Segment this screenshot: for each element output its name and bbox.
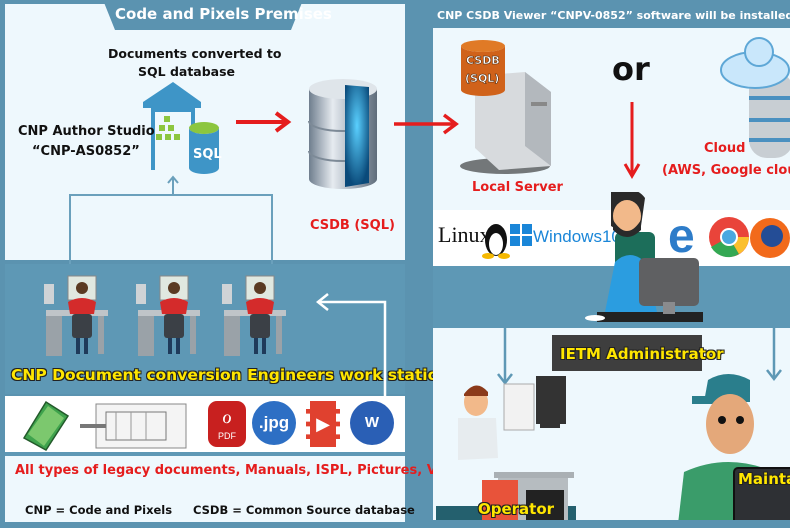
operator-label: Operator xyxy=(478,500,555,518)
cloud-providers-label: (AWS, Google cloud) xyxy=(662,163,790,178)
word-icon: W xyxy=(350,401,394,445)
cloud-server-icon xyxy=(720,37,790,158)
client-title-bar xyxy=(433,4,790,28)
down-arrow-maintainer-icon xyxy=(766,328,782,382)
premises-title-tab xyxy=(103,0,303,30)
svg-text:(SQL): (SQL) xyxy=(465,72,499,85)
warehouse-icon: SQL xyxy=(143,82,222,174)
maintainer-illustration xyxy=(678,374,790,524)
arrow-to-server-icon xyxy=(394,113,459,135)
legend-csdb: CSDB = Common Source database xyxy=(193,503,415,517)
product-manual-icon xyxy=(22,400,70,451)
engineering-drawing-icon xyxy=(80,403,187,449)
windows10-label: Windows10 xyxy=(533,227,621,246)
video-icon: ▶ xyxy=(306,401,340,447)
bottom-border xyxy=(433,520,790,528)
local-server-icon: CSDB (SQL) xyxy=(460,40,551,174)
author-studio-label: CNP Author Studio xyxy=(18,124,155,139)
pdf-icon: ℴ PDF xyxy=(208,401,246,447)
down-arrow-operator-icon xyxy=(497,328,513,386)
ietm-administrator-illustration xyxy=(585,192,703,322)
csdb-database-icon xyxy=(307,79,377,189)
premises-title: Code and Pixels Premises xyxy=(115,5,332,23)
edge-browser-icon: e xyxy=(668,210,695,263)
firefox-browser-icon xyxy=(750,218,790,258)
return-arrow-icon xyxy=(315,293,387,400)
connector-lines xyxy=(69,175,273,265)
docs-converted-label: Documents converted to xyxy=(108,46,282,61)
legend-panel xyxy=(5,456,405,522)
sql-badge: SQL xyxy=(193,147,222,162)
admin-desk xyxy=(552,335,702,371)
tux-penguin-icon xyxy=(482,224,510,259)
ietm-administrator-label: IETM Administrator xyxy=(560,345,724,363)
operator-illustration xyxy=(436,376,576,523)
engineer-workstations-illustration xyxy=(44,275,287,357)
or-text: or xyxy=(612,50,650,88)
chrome-browser-icon xyxy=(709,217,749,258)
docs-converted-label-2: SQL database xyxy=(138,64,236,79)
legacy-docs-text: All types of legacy documents, Manuals, … xyxy=(15,463,476,478)
csdb-label: CSDB (SQL) xyxy=(310,218,395,233)
linux-logo: Linux xyxy=(438,222,491,247)
windows-logo-icon xyxy=(510,224,532,246)
local-server-label: Local Server xyxy=(472,180,563,195)
jpg-icon: .jpg xyxy=(252,401,296,445)
maintainer-label: Maintainer xyxy=(738,470,790,488)
workstations-label: CNP Document conversion Engineers work s… xyxy=(11,366,459,384)
down-arrow-red-icon xyxy=(623,102,641,179)
author-studio-code: “CNP-AS0852” xyxy=(32,144,140,159)
arrow-to-csdb-icon xyxy=(236,111,292,133)
cloud-label: Cloud xyxy=(704,141,746,156)
svg-text:CSDB: CSDB xyxy=(466,54,500,67)
client-title: CNP CSDB Viewer “CNPV-0852” software wil… xyxy=(437,9,790,22)
legend-cnp: CNP = Code and Pixels xyxy=(25,503,173,517)
